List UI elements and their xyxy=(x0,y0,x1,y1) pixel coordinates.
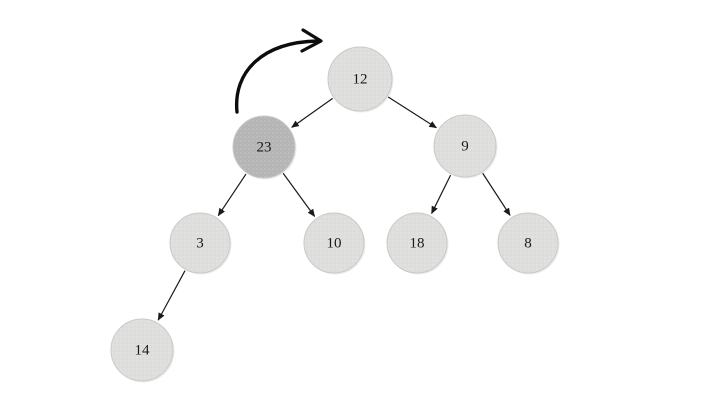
rotation-arrow-curve xyxy=(234,39,320,114)
node-label-10: 10 xyxy=(327,235,342,251)
tree-node-18[interactable]: 18 xyxy=(386,212,449,275)
tree-edge-12-to-23 xyxy=(291,97,334,128)
tree-node-23[interactable]: 23 xyxy=(232,115,297,180)
node-label-9: 9 xyxy=(461,138,469,154)
tree-node-14[interactable]: 14 xyxy=(110,318,175,383)
tree-node-3[interactable]: 3 xyxy=(169,212,232,275)
tree-node-10[interactable]: 10 xyxy=(303,212,366,275)
node-texture xyxy=(111,319,173,381)
tree-node-8[interactable]: 8 xyxy=(497,212,560,275)
nodes-layer: 12 23 9 3 10 18 8 14 xyxy=(110,46,560,383)
tree-edge-9-to-18 xyxy=(431,174,452,215)
node-texture xyxy=(170,213,230,273)
tree-edge-12-to-9 xyxy=(387,96,437,129)
node-texture xyxy=(434,115,496,177)
node-texture xyxy=(304,213,364,273)
node-texture xyxy=(387,213,447,273)
node-label-12: 12 xyxy=(353,71,368,87)
node-label-8: 8 xyxy=(524,235,532,251)
tree-edge-23-to-3 xyxy=(217,173,247,217)
node-label-14: 14 xyxy=(135,342,151,358)
node-label-3: 3 xyxy=(196,235,204,251)
tree-node-12[interactable]: 12 xyxy=(327,46,394,113)
node-label-18: 18 xyxy=(410,235,425,251)
node-label-23: 23 xyxy=(257,139,272,155)
tree-edge-9-to-8 xyxy=(482,172,511,216)
edges-layer xyxy=(157,96,511,321)
rotation-arrow-head-icon xyxy=(300,28,323,53)
node-texture xyxy=(498,213,558,273)
rotation-arrow-layer xyxy=(234,28,323,114)
node-texture xyxy=(328,47,392,111)
node-texture xyxy=(233,116,295,178)
tree-edge-3-to-14 xyxy=(157,270,186,321)
tree-node-9[interactable]: 9 xyxy=(433,114,498,179)
tree-edge-23-to-10 xyxy=(282,172,316,217)
